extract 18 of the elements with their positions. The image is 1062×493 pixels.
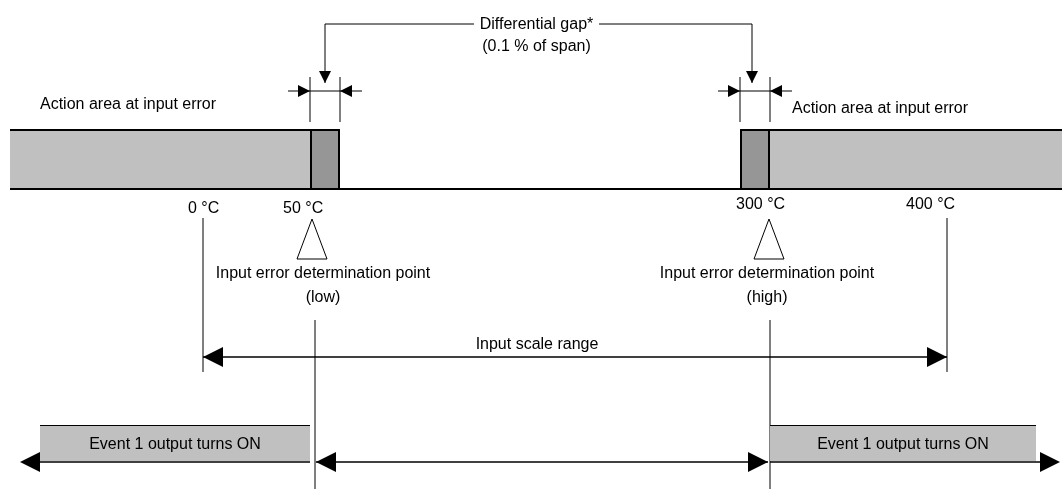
point-label: Input error determination point (high) bbox=[658, 263, 876, 307]
leader-arrow bbox=[319, 23, 475, 84]
range-label: Input scale range bbox=[474, 334, 600, 354]
point-label: Input error determination point (low) bbox=[214, 263, 432, 307]
temperature-label: 400 °C bbox=[906, 194, 957, 214]
temperature-label: 0 °C bbox=[188, 198, 221, 218]
action-area-bar bbox=[770, 129, 1062, 190]
temperature-label: 50 °C bbox=[283, 198, 325, 218]
action-area-bar bbox=[10, 129, 310, 190]
temperature-label: 300 °C bbox=[736, 194, 787, 214]
differential-gap-bar bbox=[310, 129, 340, 190]
callout-text: Differential gap* (0.1 % of span) bbox=[474, 12, 599, 58]
leader-arrow bbox=[598, 23, 758, 84]
output-on-band: Event 1 output turns ON bbox=[770, 425, 1036, 461]
output-on-band: Event 1 output turns ON bbox=[40, 425, 310, 461]
differential-gap-bar bbox=[740, 129, 770, 190]
area-label: Action area at input error bbox=[40, 94, 218, 114]
area-label: Action area at input error bbox=[792, 98, 970, 118]
